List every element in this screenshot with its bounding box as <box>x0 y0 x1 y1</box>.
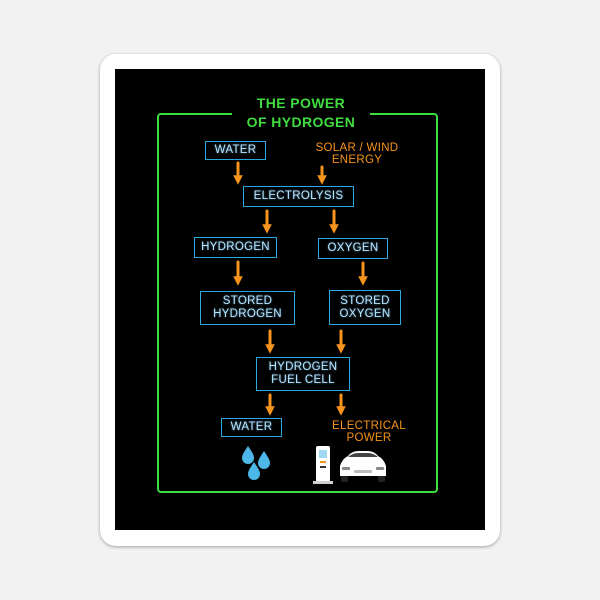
node-stored-hydrogen: STORED HYDROGEN <box>200 291 295 325</box>
node-stored-oxygen: STORED OXYGEN <box>329 290 401 325</box>
water-drops-icon <box>242 446 270 480</box>
electric-car-icon <box>340 451 386 482</box>
charging-station-icon <box>313 446 333 484</box>
node-oxygen: OXYGEN <box>318 238 388 259</box>
diagram-title: THE POWER OF HYDROGEN <box>232 94 370 132</box>
node-electrolysis: ELECTROLYSIS <box>243 186 354 207</box>
poster-background <box>115 69 485 530</box>
node-hydrogen-fuel-cell: HYDROGEN FUEL CELL <box>256 357 350 391</box>
node-water-input: WATER <box>205 141 266 160</box>
label-solar-wind-energy: SOLAR / WIND ENERGY <box>315 142 399 166</box>
label-electrical-power: ELECTRICAL POWER <box>332 420 406 444</box>
node-water-output: WATER <box>221 418 282 437</box>
node-hydrogen: HYDROGEN <box>194 237 277 258</box>
